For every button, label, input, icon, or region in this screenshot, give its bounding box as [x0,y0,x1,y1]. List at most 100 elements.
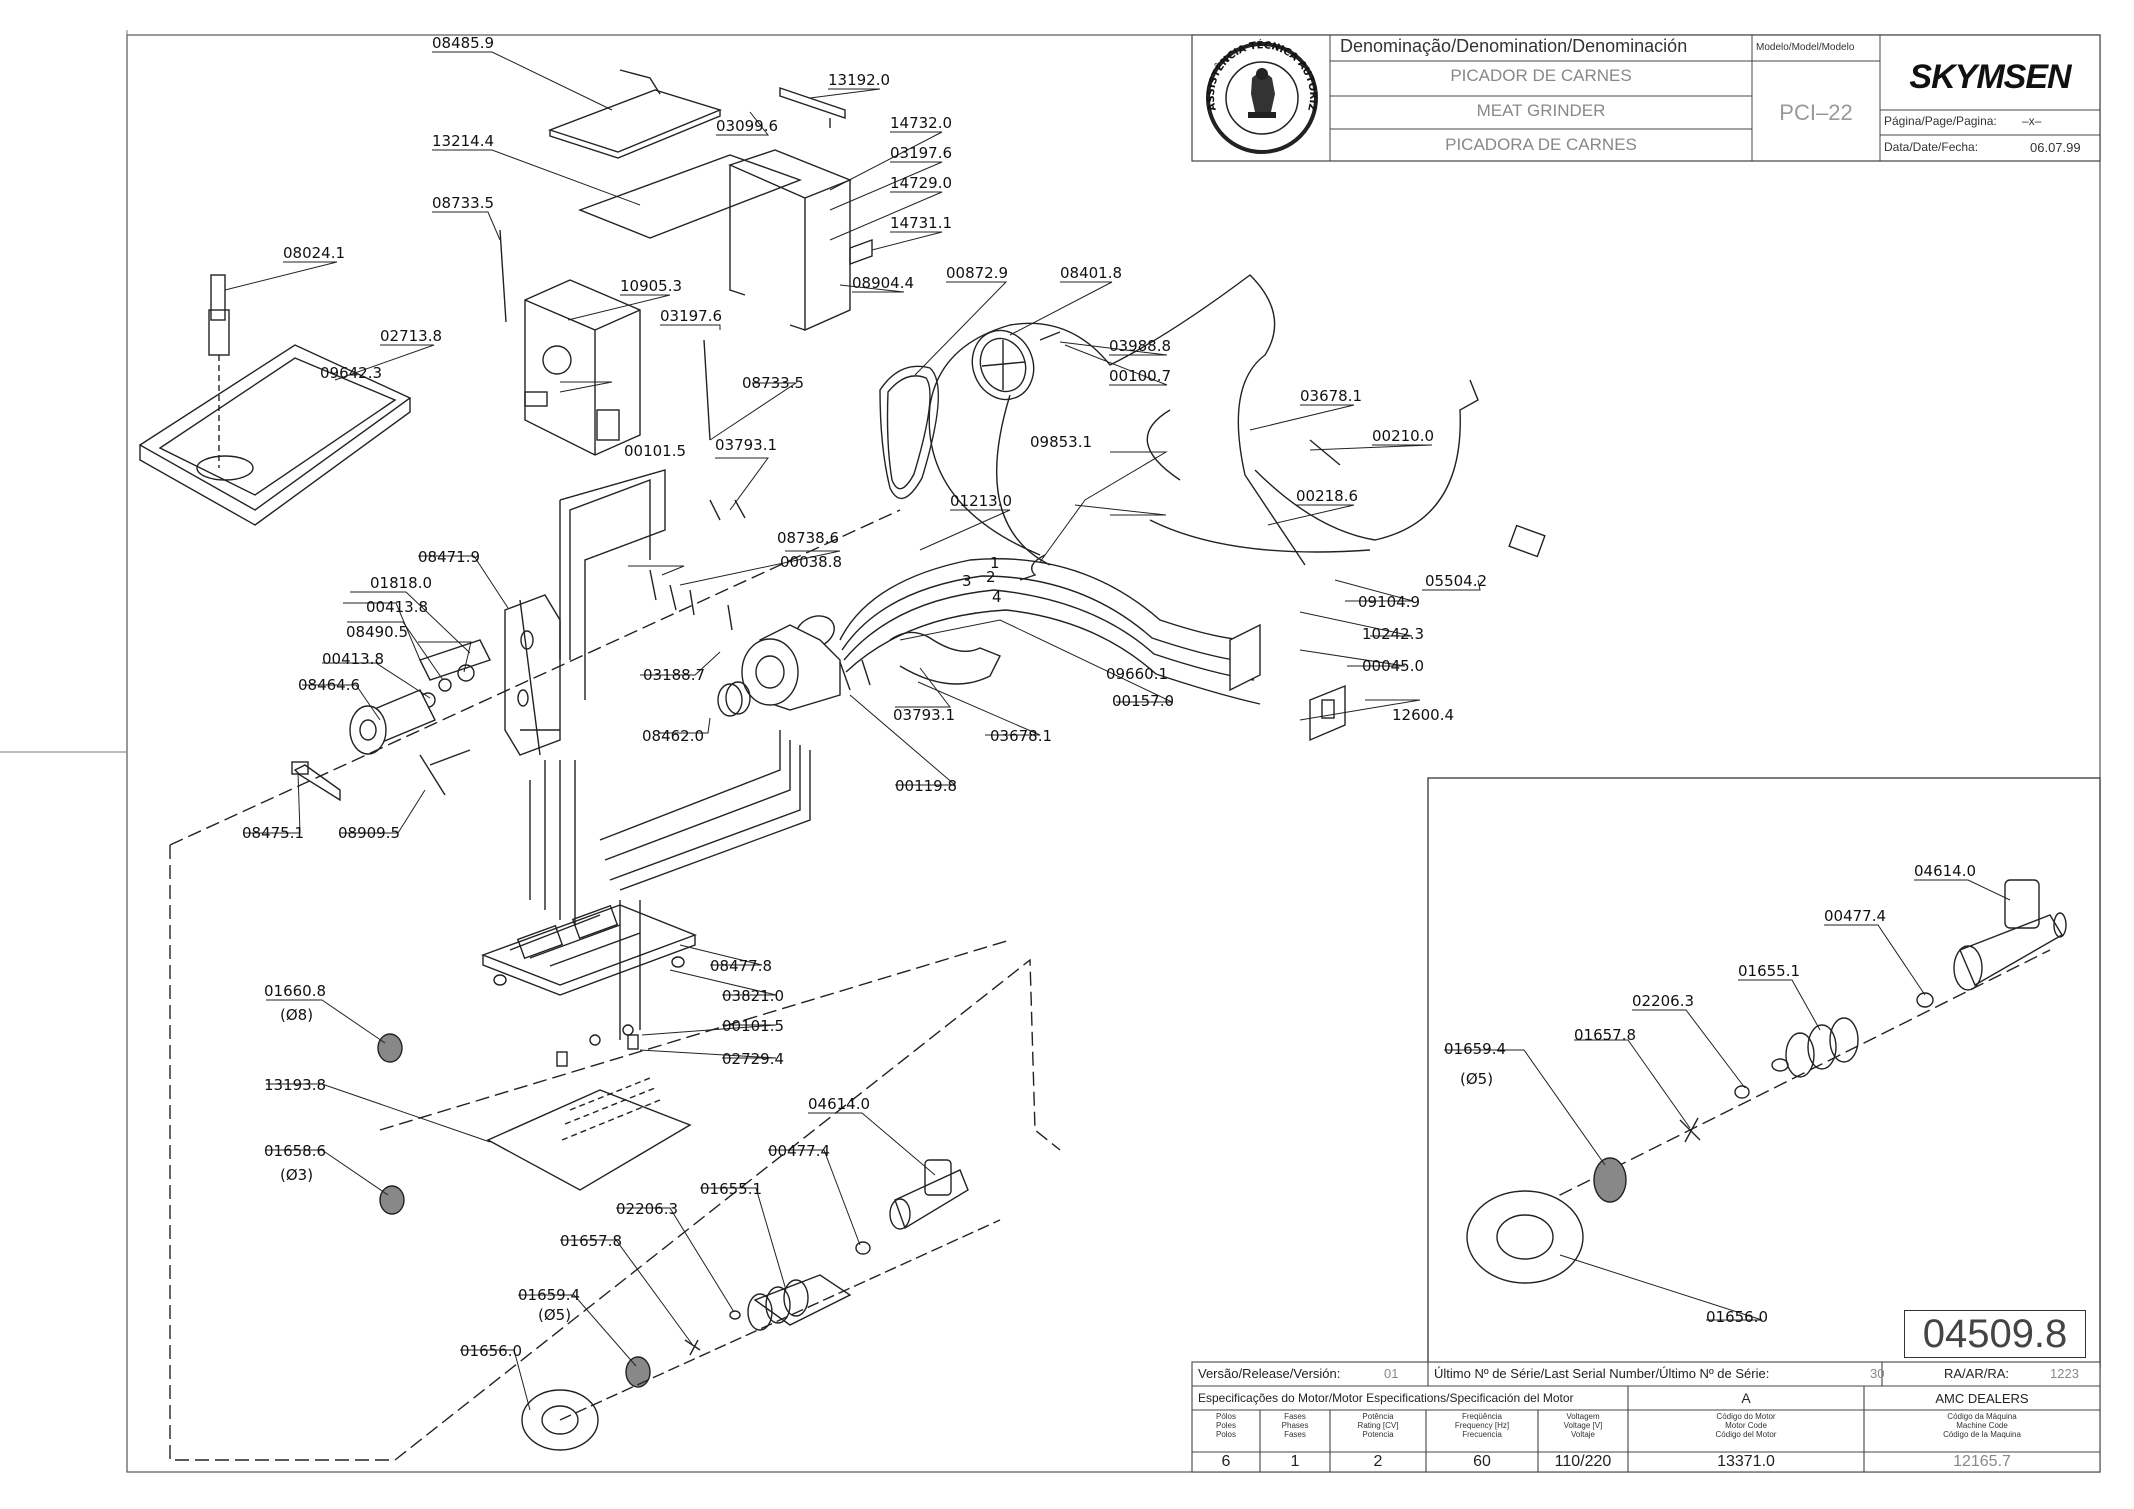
part-label: 08024.1 [283,244,345,262]
serial-value: 30 [1870,1366,1885,1381]
part-label: 00101.5 [624,442,686,460]
part-label: 12600.4 [1392,706,1454,724]
part-label: 09853.1 [1030,433,1092,451]
part-label: 03678.1 [1300,387,1362,405]
page-label: Página/Page/Pagina: [1884,114,1997,128]
part-label: (Ø5) [1460,1070,1493,1088]
part-label: 01818.0 [370,574,432,592]
part-label: 00100.7 [1109,367,1171,385]
motor-spec-value: 2 [1373,1453,1383,1470]
part-label: 01655.1 [1738,962,1800,980]
part-label: 04614.0 [1914,862,1976,880]
part-label: 05504.2 [1425,572,1487,590]
motor-spec-header: Freqüência Frequency [Hz] Frecuencia [1454,1412,1510,1439]
part-label: 03793.1 [715,436,777,454]
release-label: Versão/Release/Versión: [1198,1366,1341,1381]
name-en: MEAT GRINDER [1476,101,1606,120]
motor-spec-value: 110/220 [1554,1453,1612,1470]
part-label: 14732.0 [890,114,952,132]
motor-spec-value: 60 [1473,1453,1491,1470]
part-label: 00119.8 [895,777,957,795]
part-label: 13192.0 [828,71,890,89]
part-label: 10242.3 [1362,625,1424,643]
motor-spec-code: A [1741,1390,1751,1406]
part-label: 01213.0 [950,492,1012,510]
part-label: 08909.5 [338,824,400,842]
part-label: 08462.0 [642,727,704,745]
part-label: 03821.0 [722,987,784,1005]
part-label: 08475.1 [242,824,304,842]
part-label: 08738.6 [777,529,839,547]
ra-value: 1223 [2050,1366,2079,1381]
part-label: 03988.8 [1109,337,1171,355]
denomination-header: Denominação/Denomination/Denominación [1340,36,1688,56]
part-label: 09660.1 [1106,665,1168,683]
part-label: 02713.8 [380,327,442,345]
part-label: 04614.0 [808,1095,870,1113]
motor-spec-value: 1 [1290,1453,1300,1470]
part-label: (Ø3) [280,1166,313,1184]
part-label: 02729.4 [722,1050,784,1068]
part-label: (Ø5) [538,1306,571,1324]
motor-spec-value: 6 [1221,1453,1231,1470]
drawing-frame [126,34,2101,1473]
dealer-name: AMC DEALERS [1935,1391,2029,1406]
part-label: 14729.0 [890,174,952,192]
part-label: 13193.8 [264,1076,326,1094]
revision-block [1191,1361,2101,1473]
wire-number: 3 [962,572,972,590]
part-label: 00413.8 [366,598,428,616]
motor-spec-header: Fases Phases Fases [1281,1412,1309,1439]
part-label: 09104.9 [1358,593,1420,611]
part-label: 08733.5 [432,194,494,212]
motor-spec-header: Código da Máquina Machine Code Código de… [1943,1412,2021,1439]
part-label: 08464.6 [298,676,360,694]
detail-view-box [1427,777,2101,1369]
authorized-service-seal [1206,42,1318,154]
part-label: 08733.5 [742,374,804,392]
part-label: 08477.8 [710,957,772,975]
part-label: 01658.6 [264,1142,326,1160]
part-label: 08485.9 [432,34,494,52]
part-label: 00872.9 [946,264,1008,282]
part-label: 13214.4 [432,132,494,150]
model-value: PCI–22 [1779,100,1853,125]
part-label: 00413.8 [322,650,384,668]
motor-spec-header: Potência Rating [CV] Potencia [1357,1412,1399,1439]
part-label: 00218.6 [1296,487,1358,505]
part-label: 01656.0 [460,1342,522,1360]
part-label: 00045.0 [1362,657,1424,675]
part-label: 01656.0 [1706,1308,1768,1326]
part-label: (Ø8) [280,1006,313,1024]
part-label: 08490.5 [346,623,408,641]
part-label: 08401.8 [1060,264,1122,282]
part-label: 01655.1 [700,1180,762,1198]
part-label: 03197.6 [890,144,952,162]
motor-spec-header: Código do Motor Motor Code Código del Mo… [1715,1412,1777,1439]
name-es: PICADORA DE CARNES [1445,135,1637,154]
part-labels: 08485.9 13192.0 03099.6 14732.0 13214.4 … [242,34,1976,1360]
wire-number: 2 [986,568,996,586]
page-value: –x– [2022,114,2042,128]
exploded-view-main [138,69,1546,1461]
date-label: Data/Date/Fecha: [1884,140,1979,154]
brand-logo: SKYMSEN [1909,58,2071,96]
leader-lines [224,51,2011,1411]
part-label: 01659.4 [1444,1040,1506,1058]
motor-spec-header: Voltagem Voltage [V] Voltaje [1563,1412,1603,1439]
motor-spec-label: Especificações do Motor/Motor Especifica… [1198,1391,1574,1405]
part-label: 00157.0 [1112,692,1174,710]
date-value: 06.07.99 [2030,140,2081,155]
motor-spec-value: 13371.0 [1717,1453,1775,1470]
part-label: 01660.8 [264,982,326,1000]
part-label: 01657.8 [1574,1026,1636,1044]
wire-number: 1 [990,554,1000,572]
part-label: 03678.1 [990,727,1052,745]
part-label: 00038.8 [780,553,842,571]
serial-label: Último Nº de Série/Last Serial Number/Úl… [1434,1366,1770,1381]
part-label: 03099.6 [716,117,778,135]
part-label: 09642.3 [320,364,382,382]
part-label: 10905.3 [620,277,682,295]
part-label: 03188.7 [643,666,705,684]
part-label: 03793.1 [893,706,955,724]
